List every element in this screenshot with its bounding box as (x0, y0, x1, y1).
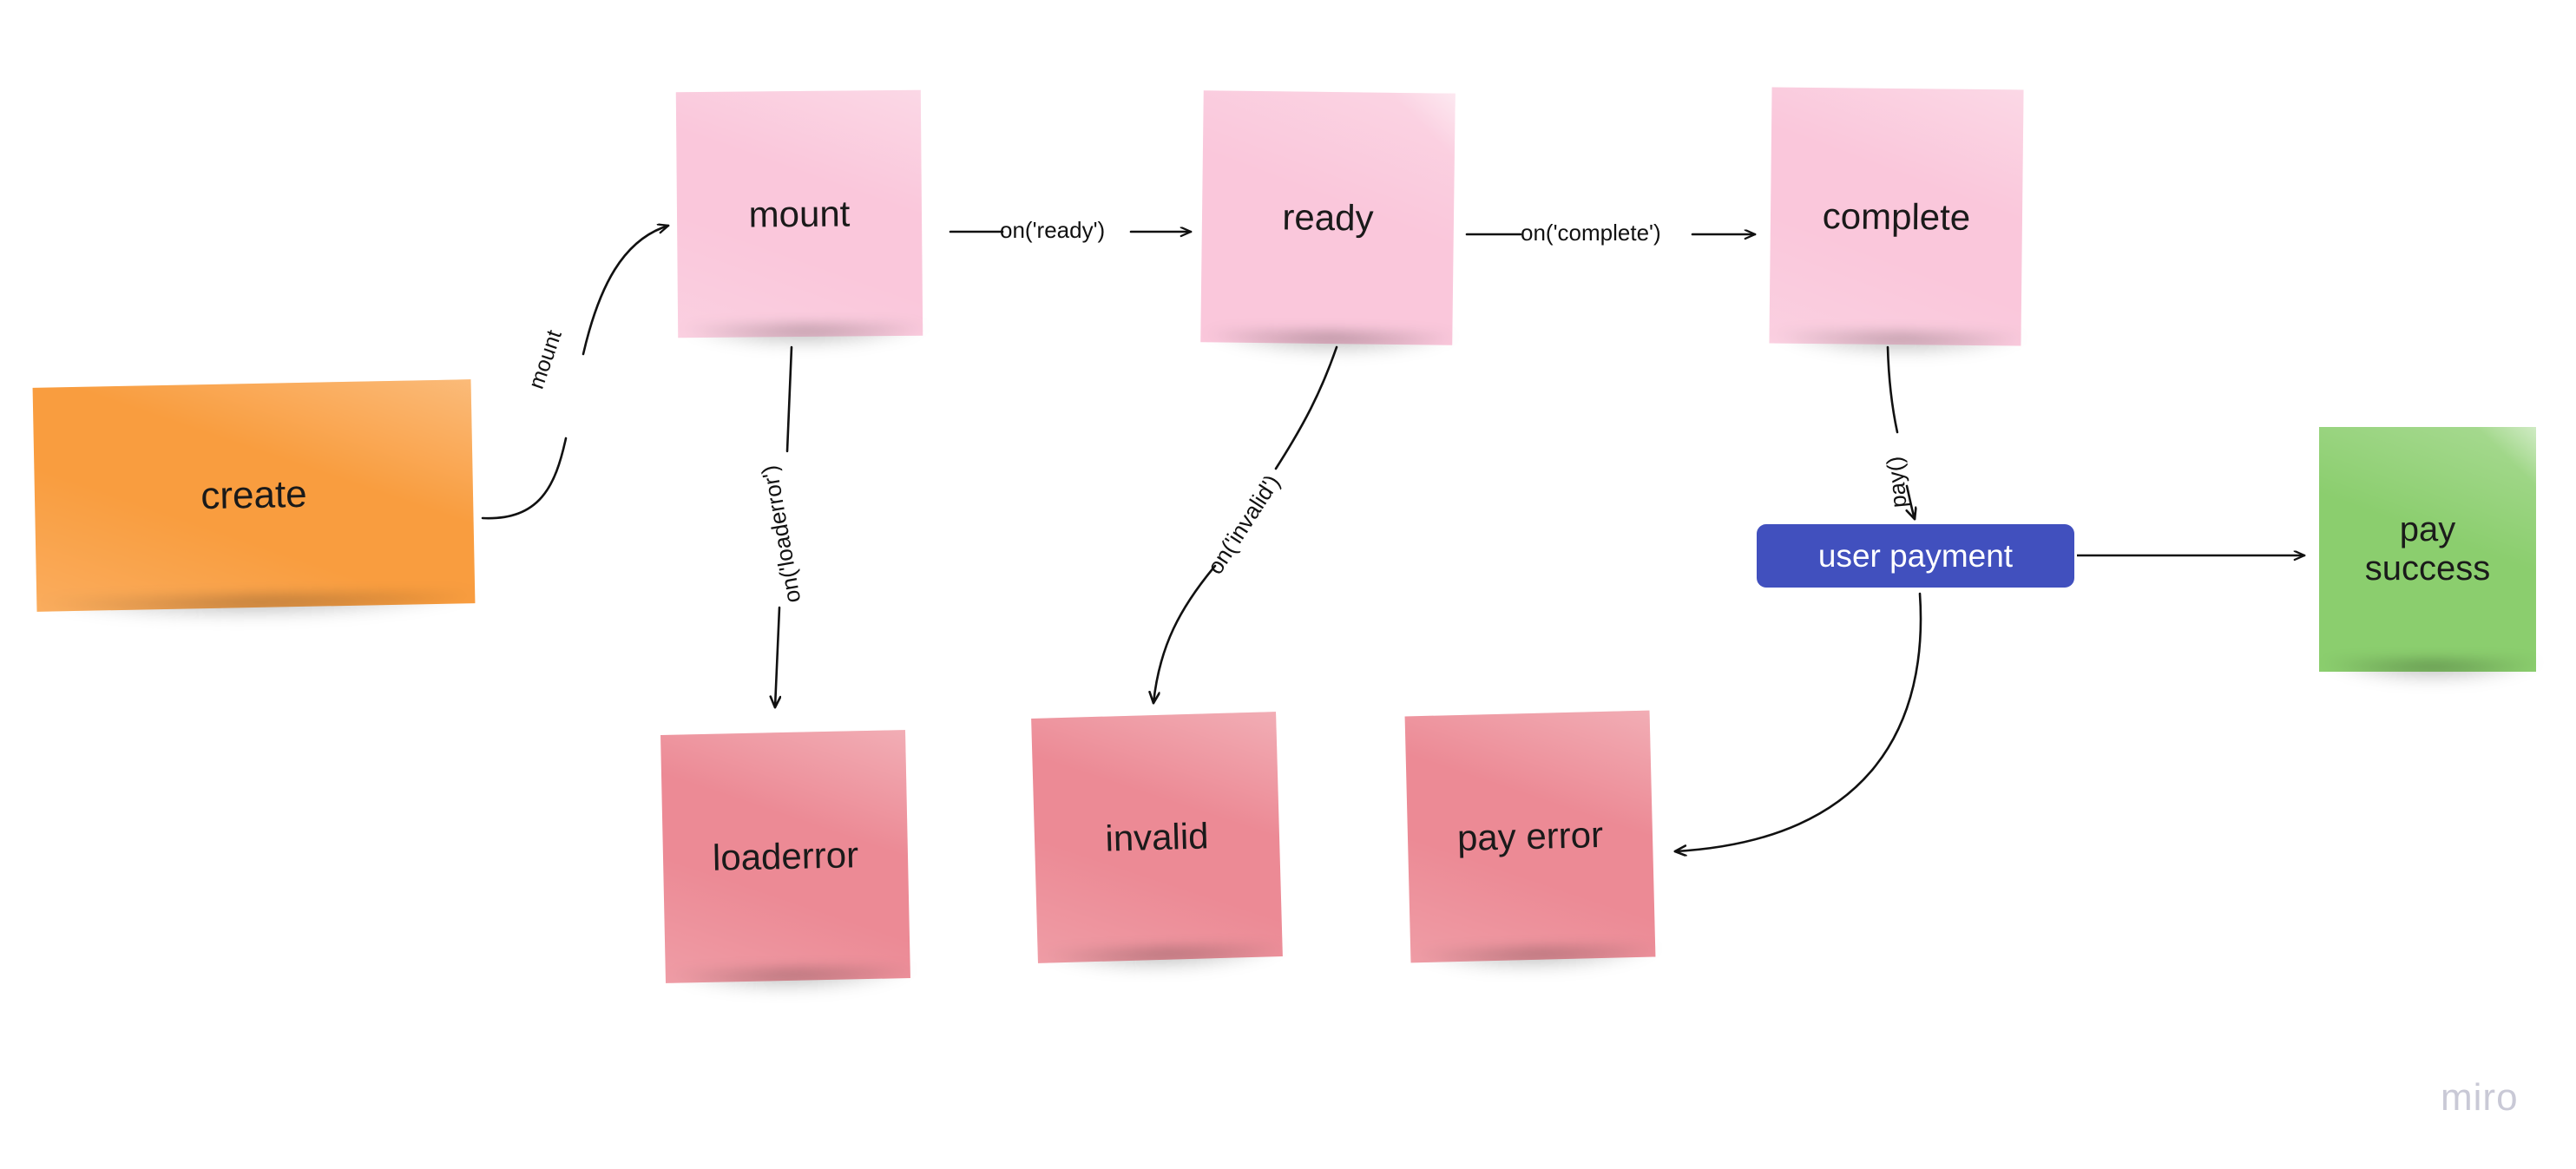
note-complete[interactable]: complete (1769, 87, 2024, 346)
note-ready[interactable]: ready (1200, 90, 1456, 345)
note-label: complete (1822, 195, 1971, 238)
connector-ready-to-invalid-b (1153, 564, 1217, 703)
note-label: pay error (1456, 814, 1604, 859)
note-create[interactable]: create (32, 379, 476, 612)
box-user-payment[interactable]: user payment (1757, 524, 2074, 588)
note-pay-success[interactable]: pay success (2319, 427, 2536, 672)
note-label: mount (748, 193, 851, 235)
note-label: invalid (1104, 815, 1210, 860)
miro-watermark: miro (2441, 1076, 2519, 1119)
note-loaderror[interactable]: loaderror (660, 730, 910, 983)
note-label: loaderror (712, 834, 859, 879)
edge-label-on-ready: on('ready') (1000, 217, 1106, 243)
note-mount[interactable]: mount (675, 89, 923, 338)
note-invalid[interactable]: invalid (1031, 712, 1283, 963)
note-label: ready (1282, 196, 1374, 240)
connector-complete-to-userpayment (1886, 345, 1899, 434)
edge-label-pay: pay() (1881, 455, 1912, 509)
edge-label-on-complete: on('complete') (1521, 220, 1661, 246)
connector-create-to-mount (481, 437, 568, 520)
connector-ready-to-invalid (1274, 345, 1338, 470)
connector-mount-to-loaderror-b (775, 606, 779, 707)
connector-complete-to-userpayment-b (1907, 484, 1915, 519)
connector-mount-to-loaderror (785, 345, 793, 453)
box-label: user payment (1817, 537, 2014, 574)
connector-userpayment-to-payerror (1675, 592, 1922, 851)
connector-create-to-mount-b (582, 226, 668, 356)
note-label-line2: success (2364, 549, 2491, 588)
note-label: create (200, 473, 308, 518)
note-pay-error[interactable]: pay error (1404, 710, 1656, 963)
note-label-line1: pay (2399, 510, 2456, 549)
